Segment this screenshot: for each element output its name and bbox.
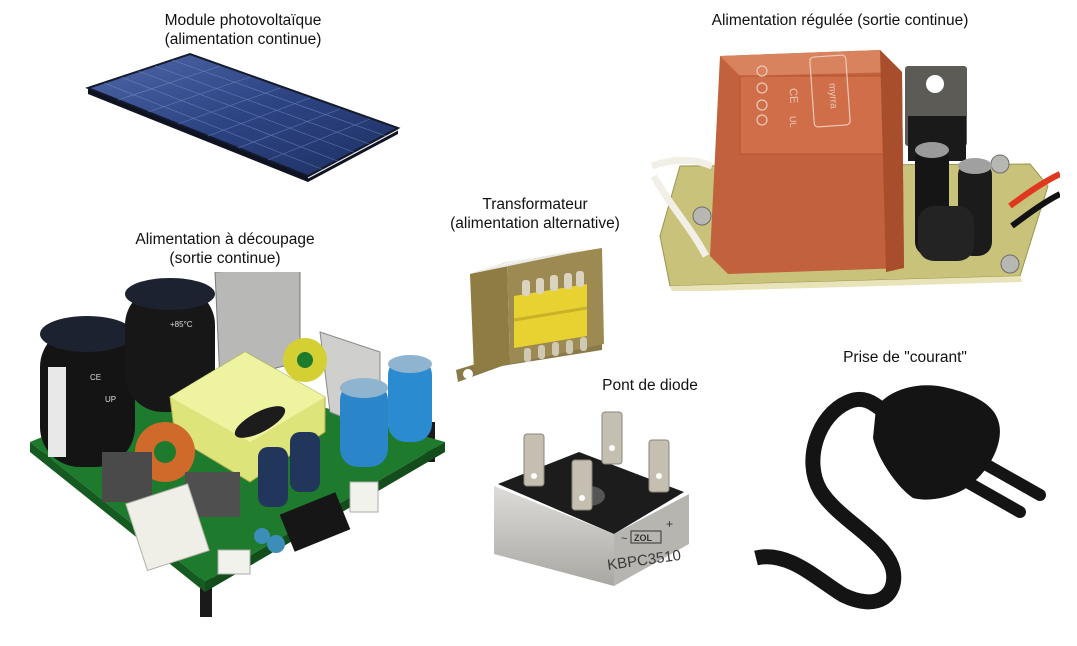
bridge-minus-mark: ~ [621, 533, 627, 545]
regulated-power-supply-board: myrra CE UL [640, 36, 1060, 291]
label-regulated-title: Alimentation régulée (sortie continue) [711, 12, 969, 29]
smps-cap-text-up: UP [105, 395, 116, 404]
transformer-icon [452, 244, 612, 386]
label-bridge-title: Pont de diode [602, 377, 698, 394]
label-transformer-subtitle: (alimentation alternative) [450, 215, 620, 232]
label-transformer-title: Transformateur [482, 196, 588, 213]
smps-cap-text-temp: +85°C [170, 320, 193, 329]
solar-panel-icon [80, 48, 410, 188]
label-smps-title: Alimentation à découpage [135, 231, 315, 248]
regulated-ul-mark: UL [788, 116, 799, 128]
label-solar-subtitle: (alimentation continue) [164, 31, 322, 48]
label-solar: Module photovoltaïque (alimentation cont… [108, 11, 378, 49]
bridge-brand: ZOL [634, 533, 652, 543]
label-plug: Prise de "courant" [810, 348, 1000, 367]
switching-power-supply-board: UP CE +85°C [10, 272, 450, 622]
label-smps-subtitle: (sortie continue) [169, 250, 281, 267]
label-plug-title: Prise de "courant" [843, 349, 967, 366]
label-regulated: Alimentation régulée (sortie continue) [660, 11, 1020, 30]
label-bridge: Pont de diode [580, 376, 720, 395]
regulated-brand-text: myrra [826, 83, 839, 110]
power-plug-icon [748, 380, 1058, 620]
bridge-plus-mark: + [666, 517, 673, 531]
label-solar-title: Module photovoltaïque [164, 12, 322, 29]
label-smps: Alimentation à découpage (sortie continu… [100, 230, 350, 268]
diode-bridge-icon: ~ ZOL + KBPC3510 [484, 404, 698, 590]
label-transformer: Transformateur (alimentation alternative… [420, 195, 650, 233]
smps-cap-text-ce: CE [90, 373, 101, 382]
regulated-ce-mark: CE [786, 88, 799, 104]
